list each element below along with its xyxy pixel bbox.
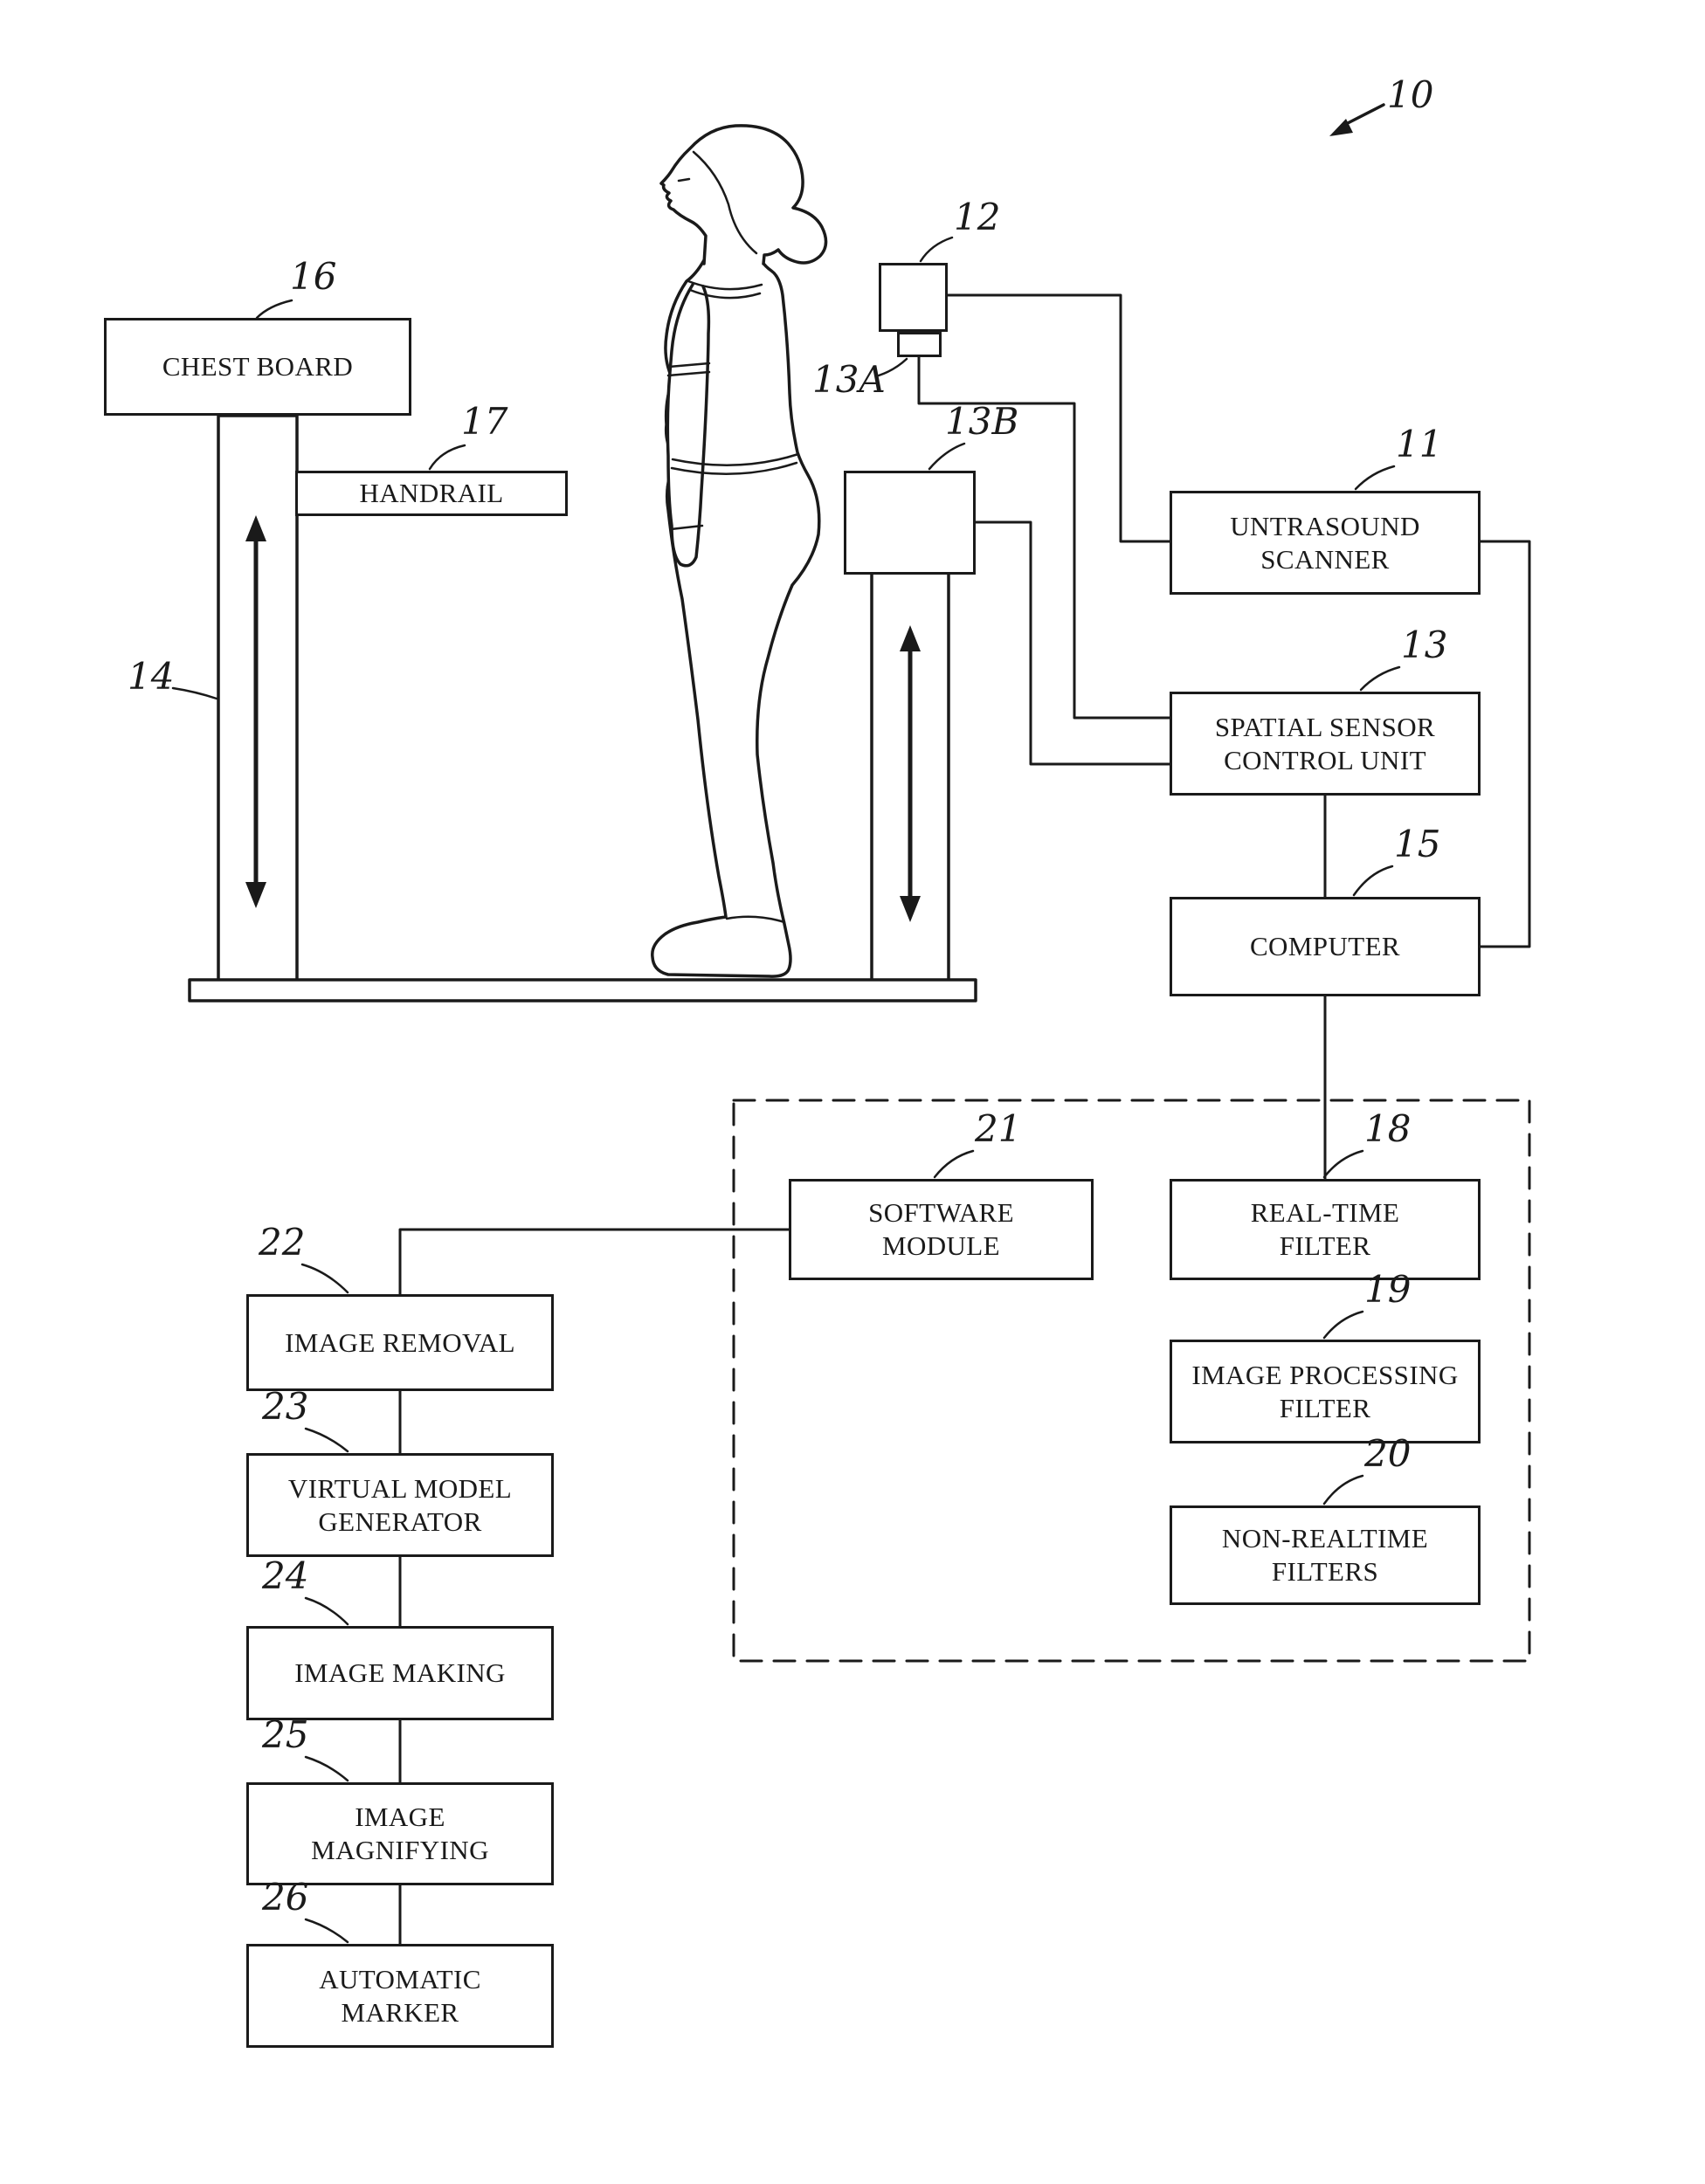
virtual-model-generator-label: VIRTUAL MODEL GENERATOR — [287, 1472, 513, 1537]
leader-21 — [933, 1149, 975, 1179]
ref-label-20: 20 — [1364, 1432, 1412, 1475]
collar-line-1 — [687, 279, 763, 291]
ref-label-22: 22 — [259, 1221, 306, 1264]
leader-18 — [1322, 1149, 1364, 1179]
ref-label-13b: 13B — [945, 400, 1019, 443]
wrist-line — [669, 524, 704, 531]
eye-line — [677, 177, 691, 183]
platform — [188, 978, 977, 1002]
lift-arrow-right — [900, 625, 921, 922]
hairline — [692, 150, 758, 255]
ref-label-13: 13 — [1401, 624, 1448, 666]
chest-board-box: CHEST BOARD — [104, 318, 411, 416]
ref-label-23: 23 — [262, 1385, 309, 1428]
leader-13a — [877, 357, 908, 377]
sleeve-hem-2 — [666, 370, 711, 377]
wire-sensor13a-to-control-unit — [917, 355, 1171, 720]
leader-12 — [919, 236, 954, 263]
leader-19 — [1322, 1310, 1364, 1340]
spatial-sensor-control-unit-label: SPATIAL SENSOR CONTROL UNIT — [1214, 711, 1436, 775]
handrail-label: HANDRAIL — [359, 478, 504, 509]
ref-label-15: 15 — [1394, 823, 1441, 865]
image-making-box: IMAGE MAKING — [246, 1626, 554, 1720]
leader-13 — [1359, 665, 1401, 692]
ref-label-13a: 13A — [812, 358, 886, 401]
arrow-10-head — [1329, 119, 1353, 136]
leader-17 — [428, 444, 466, 471]
leader-20 — [1322, 1474, 1364, 1505]
image-removal-box: IMAGE REMOVAL — [246, 1294, 554, 1391]
ultrasound-scanner-label: UNTRASOUND SCANNER — [1230, 510, 1420, 575]
ref-label-19: 19 — [1364, 1268, 1412, 1311]
probe-box-12 — [879, 263, 948, 332]
leader-11 — [1354, 465, 1396, 491]
collar-line-2 — [688, 288, 762, 300]
image-magnifying-box: IMAGE MAGNIFYING — [246, 1782, 554, 1885]
non-realtime-filters-box: NON-REALTIME FILTERS — [1170, 1505, 1481, 1605]
waist-hem-2 — [670, 461, 798, 475]
software-module-box: SOFTWARE MODULE — [789, 1179, 1094, 1280]
image-magnifying-label: IMAGE MAGNIFYING — [311, 1802, 489, 1865]
reference-leaders — [171, 236, 1401, 1944]
transmitter-box-13b — [844, 471, 976, 575]
person-figure — [651, 124, 828, 978]
software-module-dashed-boundary — [732, 1099, 1531, 1663]
ref-label-16: 16 — [290, 255, 337, 298]
shoe-line — [725, 915, 786, 924]
image-removal-label: IMAGE REMOVAL — [285, 1326, 515, 1358]
automatic-marker-label: AUTOMATIC MARKER — [319, 1963, 481, 2028]
ref-label-24: 24 — [262, 1554, 309, 1597]
leader-13b — [928, 442, 966, 471]
ref-label-12: 12 — [954, 196, 1001, 238]
ref-label-18: 18 — [1364, 1107, 1412, 1150]
image-making-label: IMAGE MAKING — [294, 1657, 506, 1689]
ref-label-11: 11 — [1396, 423, 1443, 465]
sensor-box-13a — [897, 332, 942, 357]
spatial-sensor-control-unit-box: SPATIAL SENSOR CONTROL UNIT — [1170, 692, 1481, 796]
automatic-marker-box: AUTOMATIC MARKER — [246, 1944, 554, 2048]
ref-label-10: 10 — [1387, 73, 1434, 116]
image-processing-filter-label: IMAGE PROCESSING FILTER — [1191, 1359, 1459, 1423]
ultrasound-scanner-box: UNTRASOUND SCANNER — [1170, 491, 1481, 595]
leader-14 — [171, 686, 218, 700]
leader-16 — [255, 299, 293, 320]
figure-number-arrow — [1329, 103, 1385, 136]
leader-23 — [304, 1427, 349, 1453]
realtime-filter-label: REAL-TIME FILTER — [1250, 1197, 1400, 1261]
wire-software-module-to-chain — [398, 1228, 790, 1296]
image-processing-filter-box: IMAGE PROCESSING FILTER — [1170, 1340, 1481, 1443]
sleeve-hem-1 — [667, 362, 711, 369]
ref-label-25: 25 — [262, 1713, 309, 1756]
ref-label-14: 14 — [128, 655, 175, 698]
computer-label: COMPUTER — [1249, 931, 1400, 962]
leader-25 — [304, 1755, 349, 1782]
ref-label-26: 26 — [262, 1876, 309, 1919]
ref-label-21: 21 — [975, 1107, 1022, 1150]
person-head — [659, 124, 828, 265]
computer-box: COMPUTER — [1170, 897, 1481, 996]
ref-label-17: 17 — [461, 400, 508, 443]
wire-scanner-to-computer — [1479, 540, 1531, 948]
waist-hem-1 — [671, 452, 800, 466]
leader-15 — [1352, 865, 1394, 897]
leader-24 — [304, 1596, 349, 1626]
leader-22 — [300, 1263, 349, 1294]
virtual-model-generator-box: VIRTUAL MODEL GENERATOR — [246, 1453, 554, 1557]
handrail-box: HANDRAIL — [295, 471, 568, 516]
leader-26 — [304, 1918, 349, 1944]
realtime-filter-box: REAL-TIME FILTER — [1170, 1179, 1481, 1280]
wire-probe-to-scanner — [946, 293, 1171, 543]
person-arm — [666, 283, 711, 568]
lift-arrow-left — [245, 515, 266, 908]
chest-board-label: CHEST BOARD — [162, 351, 354, 382]
software-module-label: SOFTWARE MODULE — [868, 1197, 1014, 1261]
non-realtime-filters-label: NON-REALTIME FILTERS — [1221, 1523, 1429, 1587]
person-clothing-details — [666, 150, 800, 924]
wire-transmitter13b-to-control-unit — [974, 520, 1171, 766]
